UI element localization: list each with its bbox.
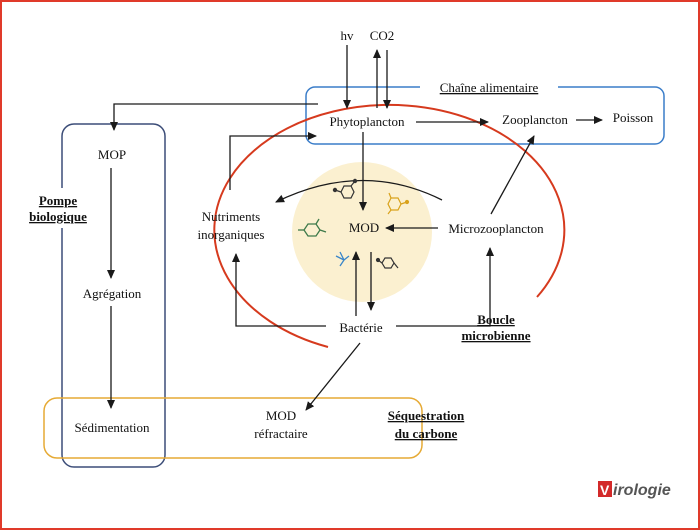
label-microzooplankton: Microzooplancton	[448, 221, 544, 236]
arrow-phyto-to-mop	[110, 103, 318, 131]
label-mod: MOD	[349, 220, 379, 235]
arrow-micro-to-nutrients	[275, 179, 443, 203]
label-co2: CO2	[370, 28, 395, 43]
microbial-loop-arc	[213, 103, 566, 348]
label-hv: hv	[341, 28, 355, 43]
label-fish: Poisson	[613, 110, 654, 125]
arrow-micro-to-zoo	[490, 135, 535, 215]
arrows	[107, 45, 603, 411]
label-refractory-line2: réfractaire	[254, 426, 308, 441]
pump-title-line2: biologique	[29, 209, 87, 224]
sequestration-box	[43, 397, 423, 459]
molecule-icon-green	[298, 218, 327, 237]
label-aggregation: Agrégation	[83, 286, 142, 301]
label-nutrients-line2: inorganiques	[198, 227, 265, 242]
pump-title-bg	[18, 188, 102, 228]
label-mop: MOP	[98, 147, 126, 162]
molecule-icon-dark-small	[375, 257, 399, 269]
logo-initial: V	[600, 482, 610, 498]
loop-title-line1: Boucle	[477, 312, 515, 327]
arrow-bacteria-to-micro	[396, 247, 494, 327]
food-chain-title: Chaîne alimentaire	[440, 80, 539, 95]
sequestration-title-line1: Séquestration	[388, 408, 465, 423]
logo-text: irologie	[613, 482, 671, 499]
label-nutrients-line1: Nutriments	[202, 209, 261, 224]
pump-title-line1: Pompe	[39, 193, 78, 208]
label-sedimentation: Sédimentation	[74, 420, 150, 435]
loop-title-bg	[454, 308, 542, 346]
sequestration-title-line2: du carbone	[395, 426, 458, 441]
label-phytoplankton: Phytoplancton	[329, 114, 405, 129]
virologie-logo: V irologie	[598, 481, 671, 499]
molecule-icon-dark	[332, 178, 358, 199]
label-bacteria: Bactérie	[339, 320, 383, 335]
molecule-icon-yellow	[387, 192, 410, 215]
label-refractory-line1: MOD	[266, 408, 296, 423]
molecule-icon-blue-star	[335, 251, 350, 267]
loop-title-line2: microbienne	[461, 328, 530, 343]
arrow-bacteria-to-nutrients	[232, 253, 326, 327]
food-chain-title-bg	[420, 80, 558, 96]
arrow-nutrients-to-phyto	[229, 132, 317, 190]
logo-mark	[598, 481, 612, 497]
label-zooplankton: Zooplancton	[502, 112, 568, 127]
arrow-bacteria-to-refractory	[305, 342, 361, 411]
